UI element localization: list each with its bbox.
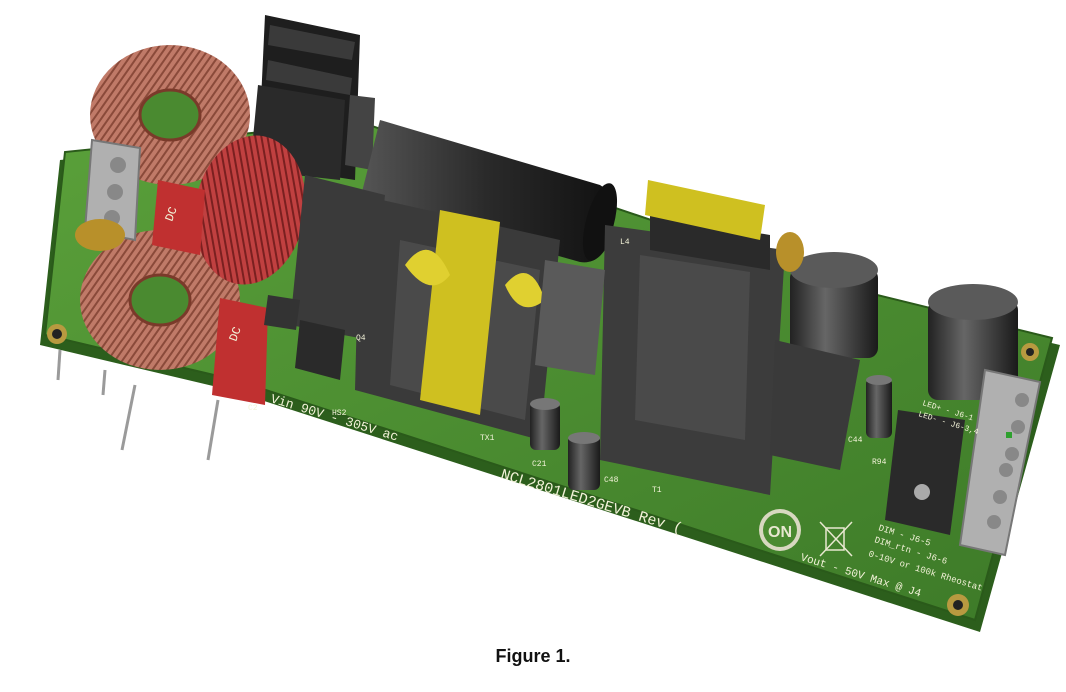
refdes-tx1: TX1 <box>480 434 495 443</box>
figure-caption: Figure 1. <box>495 646 571 666</box>
refdes-c44: C44 <box>848 436 863 445</box>
refdes-l4: L4 <box>620 238 630 247</box>
svg-text:DC: DC <box>227 325 245 343</box>
through-hole-pins <box>56 349 220 461</box>
transformer-t1 <box>600 180 785 495</box>
red-inductor <box>194 135 306 285</box>
refdes-c48: C48 <box>604 476 619 485</box>
output-terminal-block <box>958 368 1042 557</box>
capacitor-c48 <box>568 432 600 490</box>
weee-bin-icon <box>819 521 853 557</box>
svg-text:DC: DC <box>163 205 181 223</box>
transformer-tx1 <box>355 195 560 440</box>
on-semi-logo: ON <box>759 509 801 551</box>
fuse-cap <box>75 219 125 251</box>
refdes-c2: C2 <box>248 404 258 413</box>
input-terminal-block <box>83 138 142 242</box>
pcb-render-image: DC DC <box>40 15 1060 632</box>
capacitor-c44 <box>866 375 892 438</box>
refdes-q4: Q4 <box>356 334 366 343</box>
x-capacitor-2: DC <box>212 298 268 405</box>
refdes-c21: C21 <box>532 460 547 469</box>
mounting-holes <box>47 324 1039 616</box>
output-capacitor-1 <box>790 252 878 358</box>
tan-cap <box>776 232 804 272</box>
refdes-r94: R94 <box>872 458 887 467</box>
refdes-t1: T1 <box>652 486 662 495</box>
svg-text:ON: ON <box>768 524 792 541</box>
dimming-regulator <box>885 410 965 535</box>
capacitor-c21 <box>530 398 560 450</box>
x-capacitor-1: DC <box>152 180 205 255</box>
input-toroid-bottom <box>80 230 240 370</box>
power-semiconductors <box>264 175 605 380</box>
bulk-capacitor <box>360 120 618 263</box>
refdes-hs2: HS2 <box>332 409 347 418</box>
output-rectifier <box>770 340 860 470</box>
